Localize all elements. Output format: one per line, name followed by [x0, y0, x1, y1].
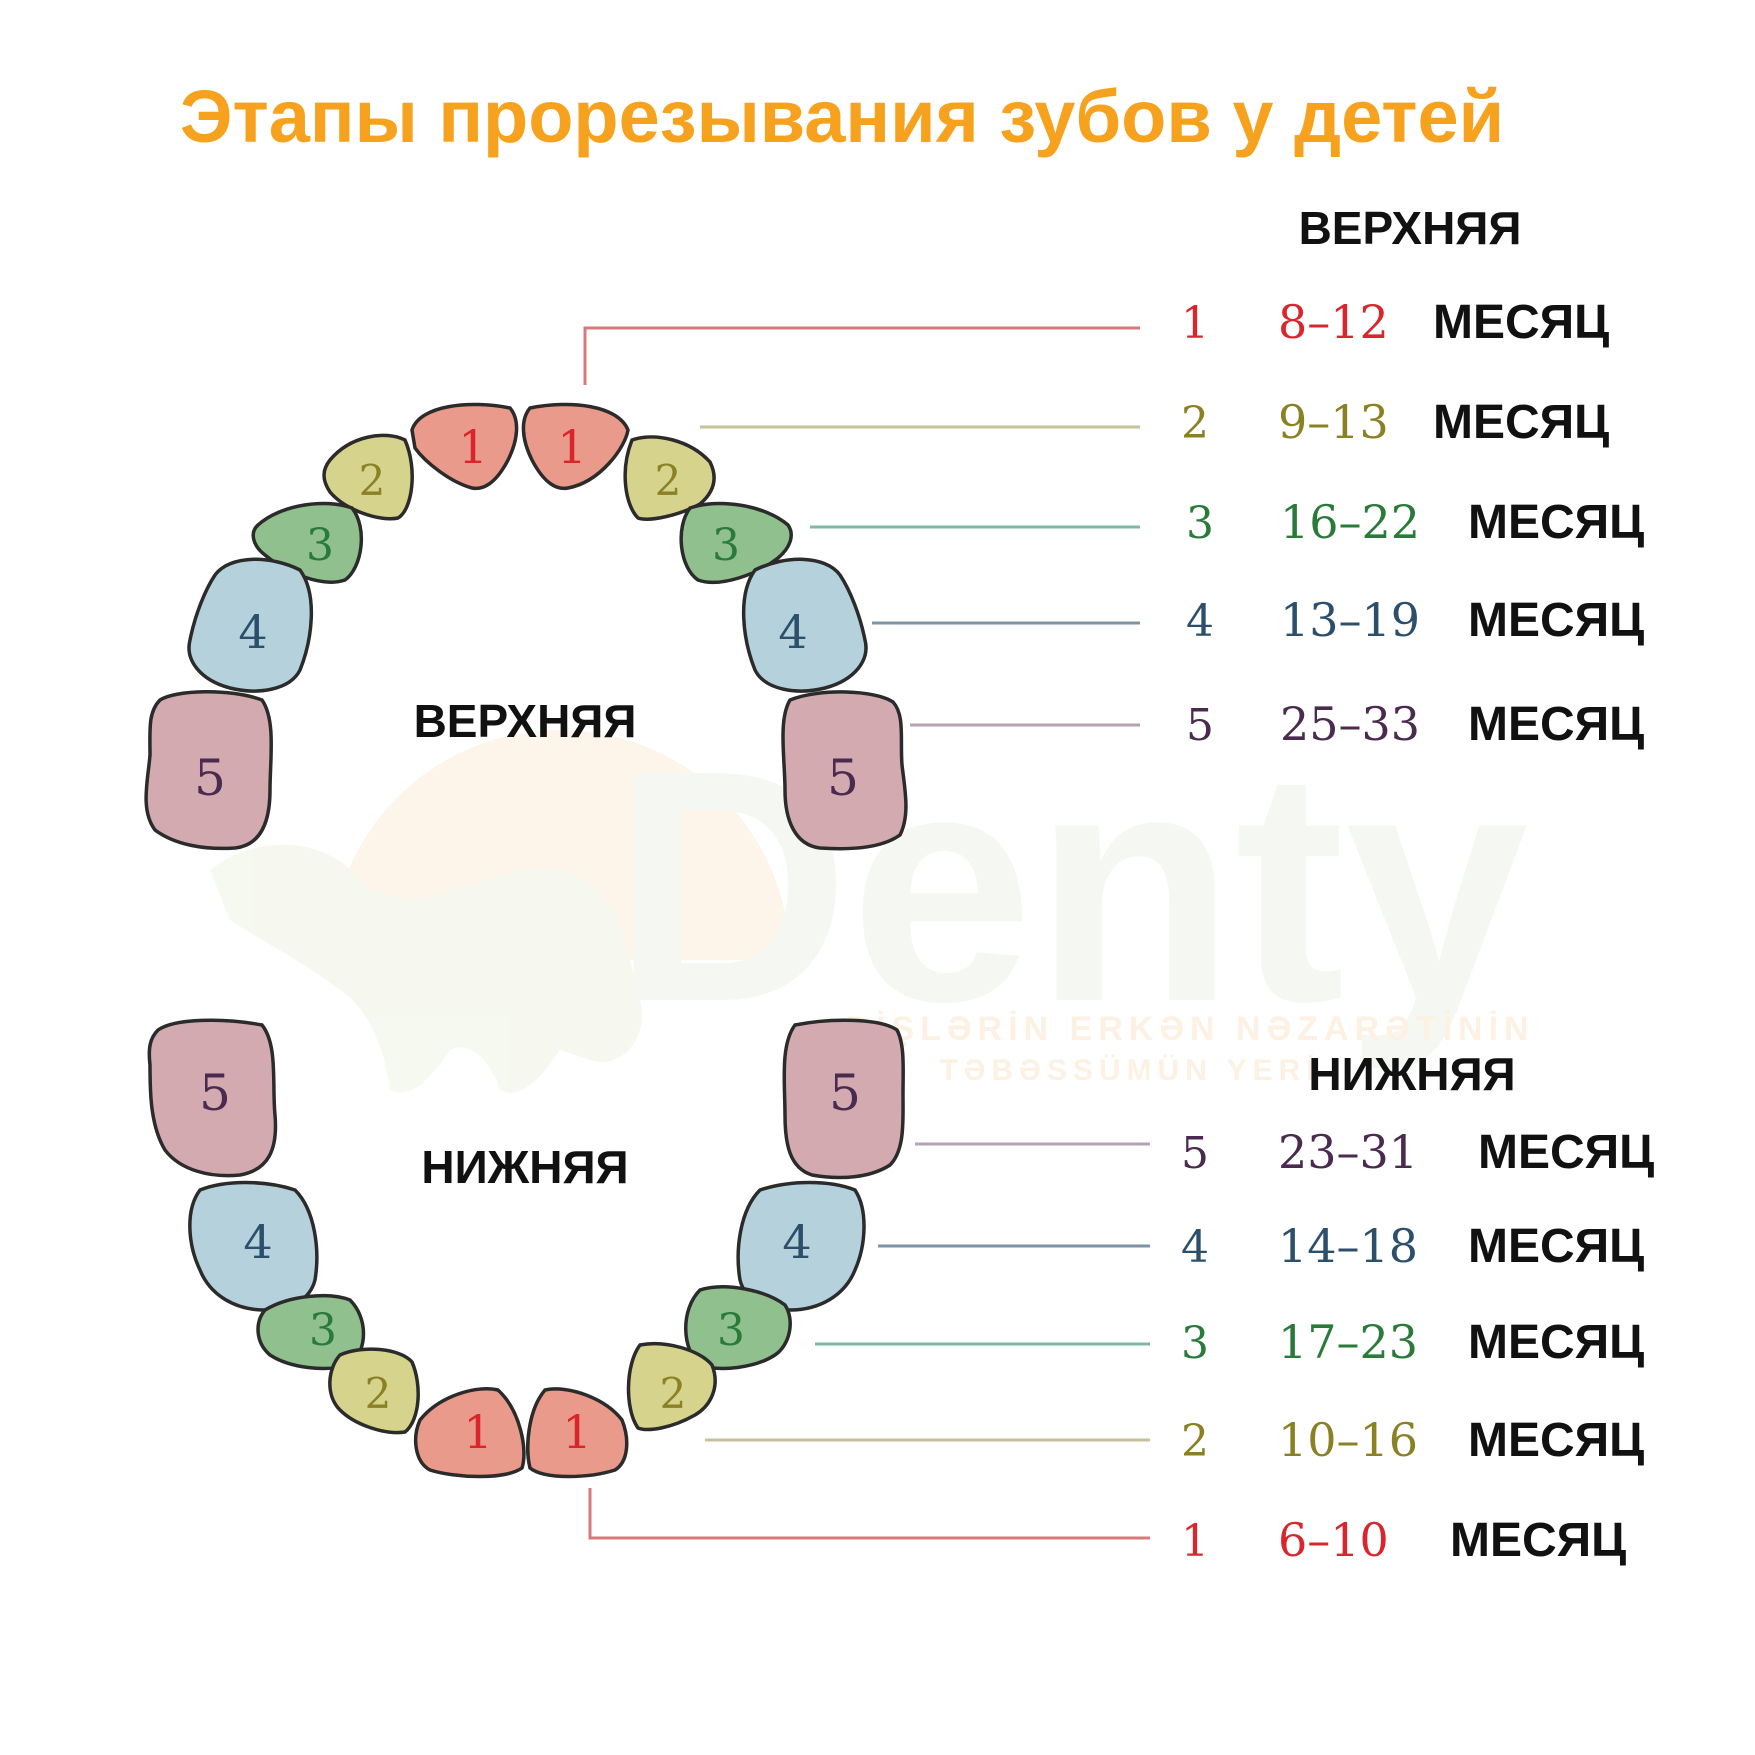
lower-legend-header: НИЖНЯЯ	[1308, 1048, 1515, 1100]
lower-legend-row-2: 2 10–16 МЕСЯЦ	[1181, 1413, 1644, 1467]
lower-tooth-2-right: 2	[626, 1341, 717, 1432]
lower-tooth-4-left: 4	[188, 1180, 319, 1312]
legend-tooth-number: 2	[1181, 398, 1209, 449]
svg-text:3: 3	[717, 1305, 745, 1356]
lower-legend: 5 23–31 МЕСЯЦ 4 14–18 МЕСЯЦ 3 17–23 МЕСЯ…	[1181, 1125, 1654, 1567]
svg-text:1: 1	[458, 420, 487, 474]
svg-text:3: 3	[306, 520, 334, 571]
upper-tooth-3-right: 3	[679, 501, 793, 585]
denty-watermark: Denty DİŞLƏRİN ERKƏN NƏZARƏTİNİN TƏBƏSSÜ…	[210, 701, 1534, 1093]
upper-legend-row-4: 4 13–19 МЕСЯЦ	[1186, 593, 1644, 647]
upper-tooth-1-right: 1	[521, 402, 630, 491]
svg-text:5: 5	[194, 749, 226, 807]
legend-tooth-number: 3	[1186, 498, 1214, 549]
svg-text:4: 4	[778, 605, 807, 659]
svg-text:1: 1	[463, 1405, 492, 1459]
lower-tooth-5-left: 5	[147, 1018, 278, 1178]
upper-legend-row-3: 3 16–22 МЕСЯЦ	[1186, 495, 1644, 549]
upper-leader-1	[583, 326, 1140, 385]
upper-tooth-5-left: 5	[144, 690, 273, 851]
legend-range: 14–18	[1278, 1219, 1418, 1273]
svg-text:2: 2	[660, 1369, 687, 1418]
lower-legend-row-5: 5 23–31 МЕСЯЦ	[1181, 1125, 1654, 1179]
upper-tooth-2-left: 2	[322, 433, 414, 521]
legend-unit: МЕСЯЦ	[1468, 1316, 1644, 1369]
lower-leader-1	[588, 1488, 1150, 1540]
legend-range: 10–16	[1278, 1413, 1418, 1467]
svg-text:5: 5	[199, 1064, 231, 1122]
legend-tooth-number: 3	[1181, 1318, 1209, 1369]
lower-tooth-3-left: 3	[256, 1293, 366, 1371]
upper-legend-header: ВЕРХНЯЯ	[1299, 202, 1522, 254]
legend-unit: МЕСЯЦ	[1468, 496, 1644, 549]
watermark-dino-icon	[210, 844, 642, 1093]
lower-tooth-1-right: 1	[526, 1387, 629, 1479]
svg-text:5: 5	[829, 1064, 861, 1122]
legend-tooth-number: 1	[1181, 1516, 1209, 1567]
upper-arch: 1 1 2 2 3 3 4 4	[144, 402, 908, 851]
upper-leader-lines	[583, 326, 1140, 727]
lower-tooth-4-right: 4	[736, 1180, 866, 1312]
svg-text:4: 4	[238, 605, 267, 659]
upper-legend-row-5: 5 25–33 МЕСЯЦ	[1186, 697, 1644, 751]
svg-text:1: 1	[557, 420, 586, 474]
upper-tooth-5-right: 5	[781, 690, 908, 851]
svg-text:1: 1	[562, 1405, 591, 1459]
legend-tooth-number: 5	[1181, 1128, 1209, 1179]
legend-tooth-number: 1	[1181, 298, 1209, 349]
page-title: Этапы прорезывания зубов у детей	[180, 75, 1504, 158]
legend-tooth-number: 4	[1181, 1222, 1209, 1273]
upper-tooth-4-left: 4	[187, 557, 314, 693]
lower-legend-row-1: 1 6–10 МЕСЯЦ	[1181, 1513, 1626, 1567]
legend-tooth-number: 2	[1181, 1416, 1209, 1467]
legend-tooth-number: 5	[1186, 700, 1214, 751]
legend-unit: МЕСЯЦ	[1433, 396, 1609, 449]
lower-leader-lines	[588, 1142, 1150, 1540]
legend-unit: МЕСЯЦ	[1450, 1514, 1626, 1567]
legend-tooth-number: 4	[1186, 596, 1214, 647]
watermark-tagline-2: TƏBƏSSÜMÜN YERİ	[939, 1054, 1320, 1087]
svg-text:4: 4	[243, 1215, 272, 1269]
legend-range: 17–23	[1278, 1315, 1418, 1369]
svg-text:2: 2	[365, 1369, 392, 1418]
legend-unit: МЕСЯЦ	[1468, 1220, 1644, 1273]
upper-tooth-4-right: 4	[741, 557, 868, 693]
lower-tooth-3-right: 3	[684, 1285, 792, 1371]
svg-text:3: 3	[712, 520, 740, 571]
svg-text:5: 5	[827, 749, 859, 807]
legend-unit: МЕСЯЦ	[1433, 296, 1609, 349]
legend-unit: МЕСЯЦ	[1468, 698, 1644, 751]
lower-tooth-1-left: 1	[413, 1387, 526, 1479]
upper-legend-row-2: 2 9–13 МЕСЯЦ	[1181, 395, 1609, 449]
upper-tooth-2-right: 2	[623, 435, 716, 521]
legend-unit: МЕСЯЦ	[1478, 1126, 1654, 1179]
legend-unit: МЕСЯЦ	[1468, 1414, 1644, 1467]
lower-tooth-5-right: 5	[782, 1018, 905, 1180]
lower-arch: 5 5 4 4 3 3 2 2	[147, 1018, 905, 1479]
legend-unit: МЕСЯЦ	[1468, 594, 1644, 647]
legend-range: 13–19	[1280, 593, 1420, 647]
svg-text:2: 2	[655, 456, 682, 505]
legend-range: 16–22	[1280, 495, 1420, 549]
legend-range: 9–13	[1278, 395, 1389, 449]
svg-text:2: 2	[359, 456, 386, 505]
lower-arch-label: НИЖНЯЯ	[421, 1141, 628, 1193]
lower-legend-row-3: 3 17–23 МЕСЯЦ	[1181, 1315, 1644, 1369]
watermark-logo-text: Denty	[612, 701, 1531, 1072]
upper-tooth-1-left: 1	[410, 402, 519, 491]
upper-arch-label: ВЕРХНЯЯ	[414, 695, 637, 747]
svg-text:3: 3	[309, 1305, 337, 1356]
svg-text:4: 4	[782, 1215, 811, 1269]
legend-range: 23–31	[1278, 1125, 1418, 1179]
legend-range: 8–12	[1278, 295, 1389, 349]
lower-legend-row-4: 4 14–18 МЕСЯЦ	[1181, 1219, 1644, 1273]
upper-legend-row-1: 1 8–12 МЕСЯЦ	[1181, 295, 1609, 349]
upper-legend: 1 8–12 МЕСЯЦ 2 9–13 МЕСЯЦ 3 16–22 МЕСЯЦ …	[1181, 295, 1644, 751]
legend-range: 6–10	[1278, 1513, 1389, 1567]
watermark-tagline-1: DİŞLƏRİN ERKƏN NƏZARƏTİNİN	[845, 1010, 1534, 1048]
lower-tooth-2-left: 2	[328, 1347, 420, 1435]
legend-range: 25–33	[1280, 697, 1420, 751]
